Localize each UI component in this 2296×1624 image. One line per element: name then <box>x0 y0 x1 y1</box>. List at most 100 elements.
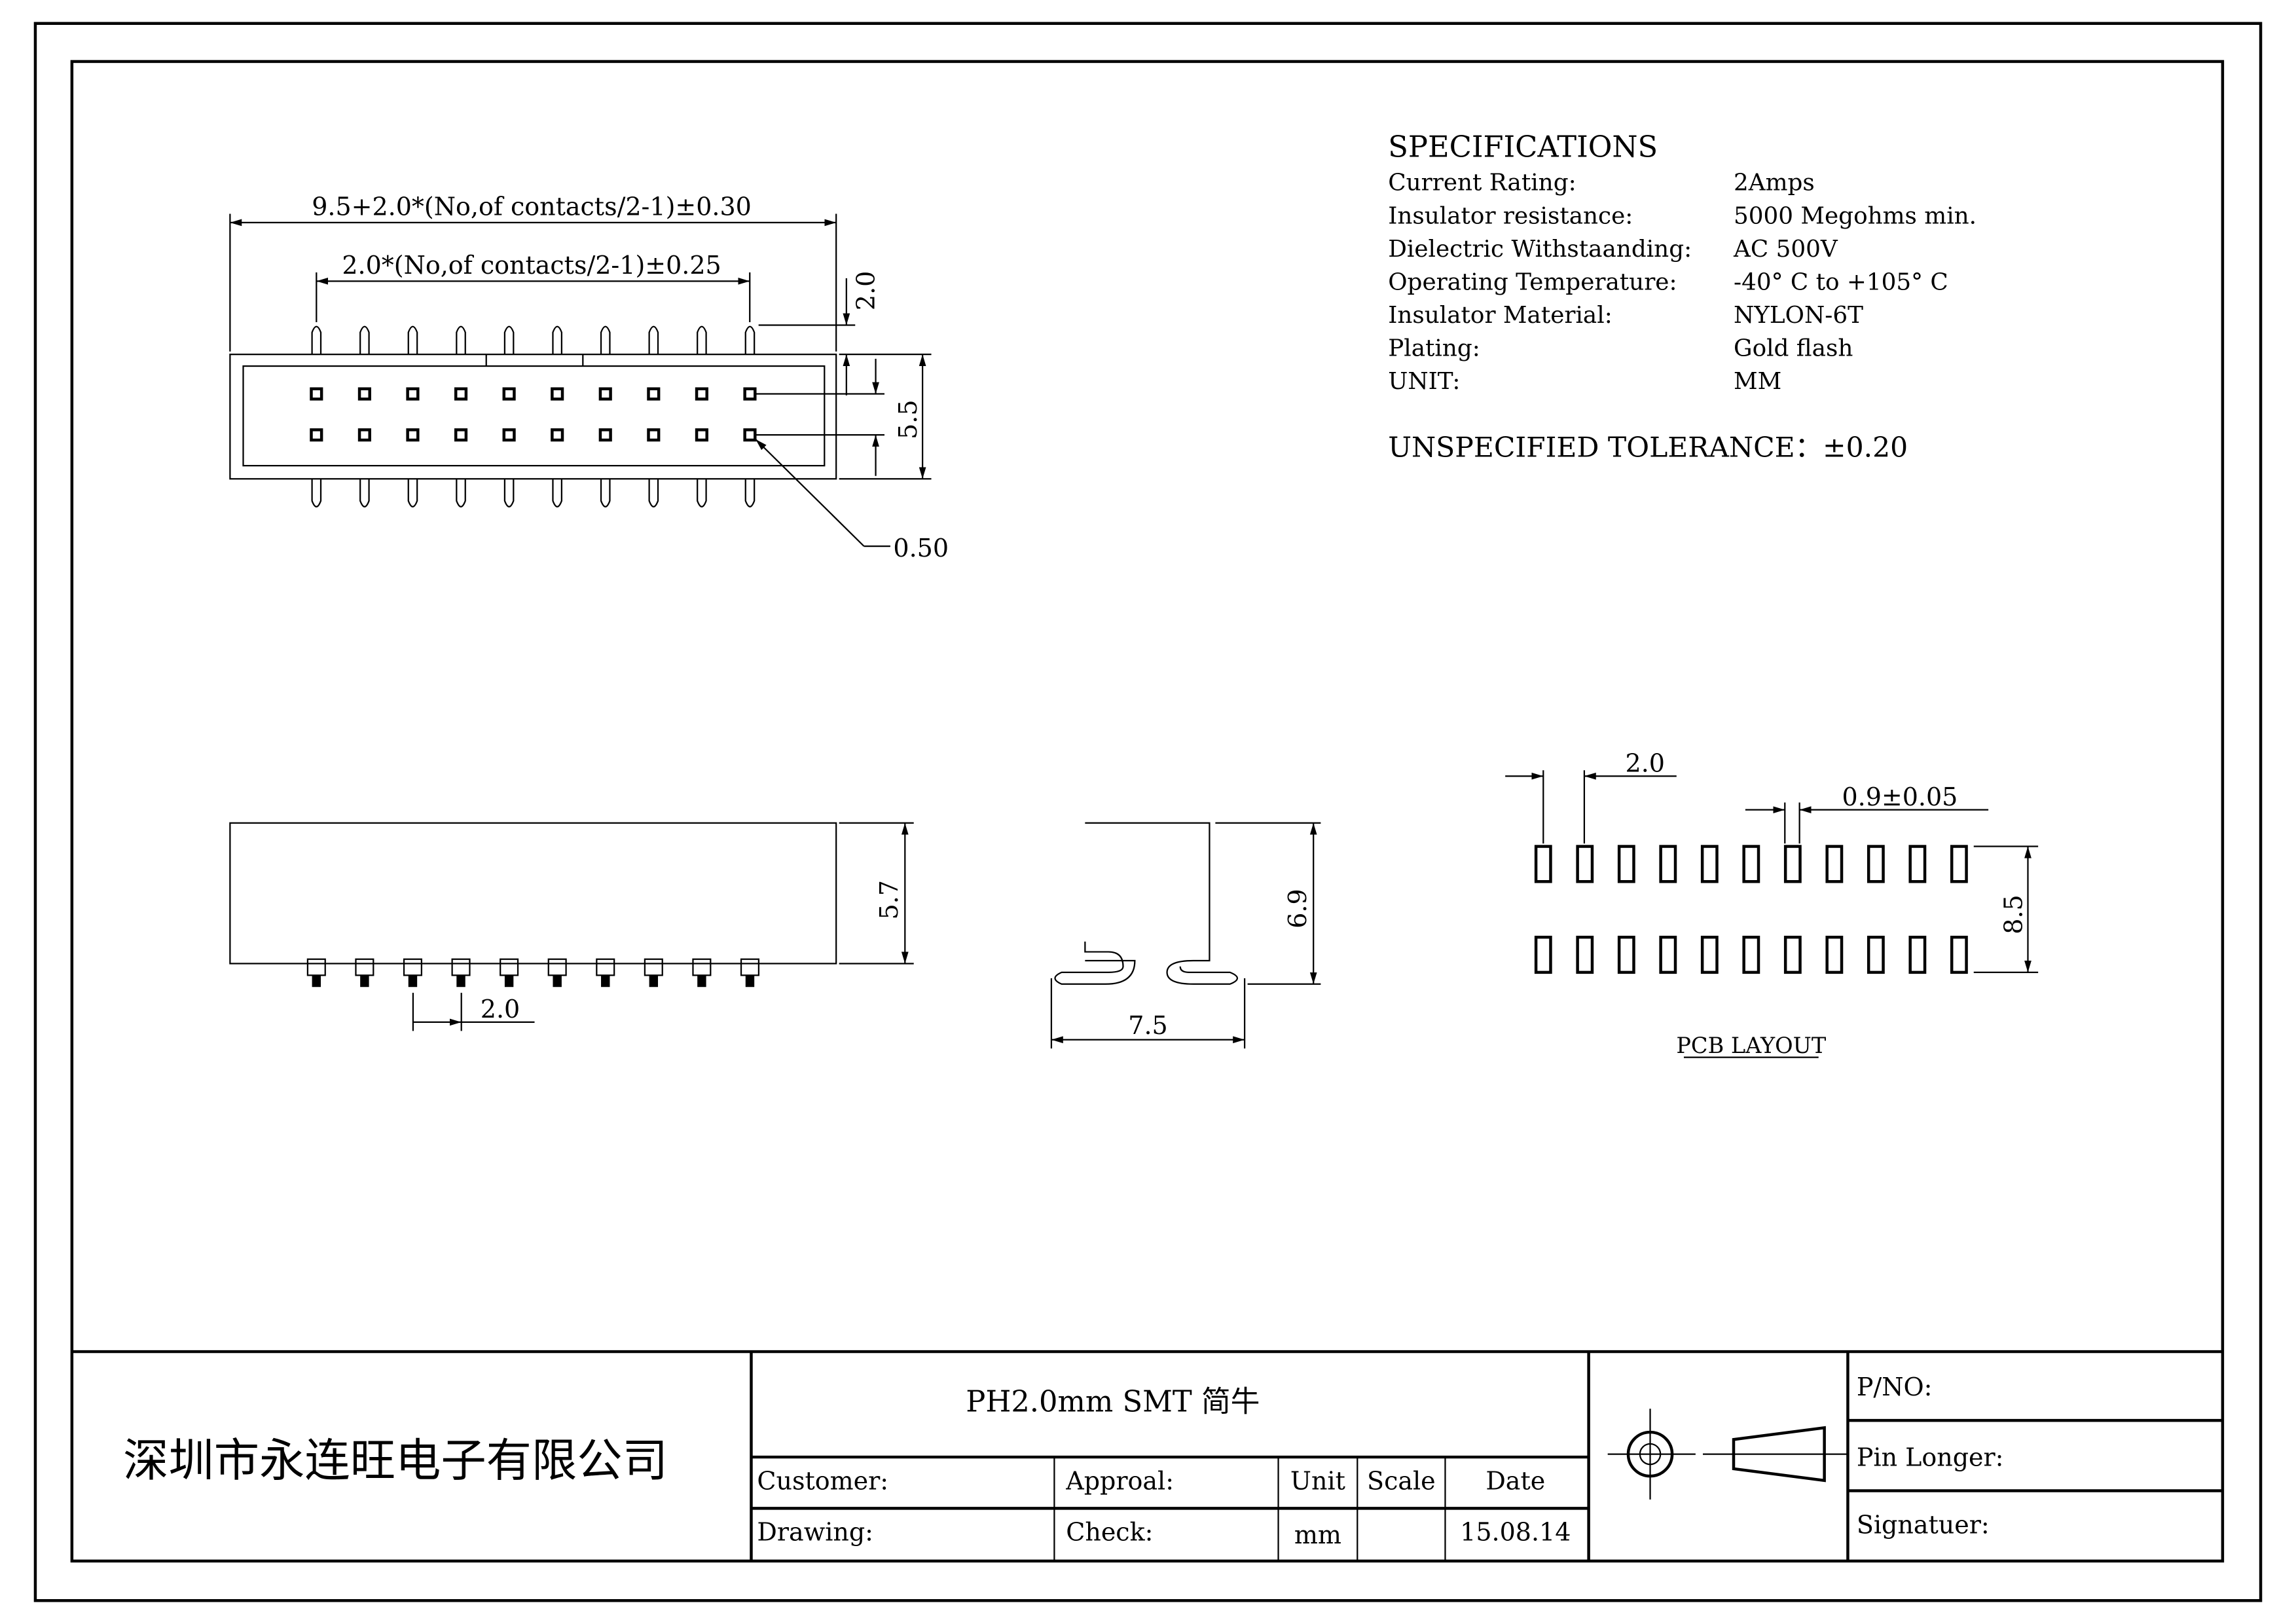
dim-pin: 0.50 <box>893 534 949 563</box>
pcb-layout: 2.0 0.9±0.05 8.5 PCB LAYOUT <box>1505 749 2039 1058</box>
pcb-pad <box>1576 845 1594 883</box>
inner-frame <box>70 60 2225 1563</box>
title-block: 深圳市永连旺电子有限公司 PH2.0mm SMT 简牛 Customer: Ap… <box>71 1350 2223 1561</box>
pin-bottom <box>552 479 563 507</box>
spec-value: Gold flash <box>1734 335 1853 361</box>
spec-value: 5000 Megohms min. <box>1734 202 1977 229</box>
pin-top <box>359 325 370 355</box>
pcb-pad <box>1908 845 1927 883</box>
unit-value: mm <box>1294 1521 1341 1549</box>
side-pin-foot <box>697 975 706 987</box>
specifications: SPECIFICATIONS Current Rating:2AmpsInsul… <box>1388 129 1977 464</box>
pcb-pad <box>1825 845 1844 883</box>
spec-label: Dielectric Withstaanding: <box>1388 236 1692 263</box>
pcb-pad <box>1783 845 1802 883</box>
pcb-pad <box>1825 935 1844 974</box>
pin-bottom <box>407 479 418 507</box>
pcb-pad <box>1617 935 1635 974</box>
pin-bottom <box>600 479 611 507</box>
spec-label: UNIT: <box>1388 368 1460 395</box>
customer-label: Customer: <box>757 1466 888 1495</box>
pin-square <box>454 387 468 401</box>
pin-square <box>454 428 468 442</box>
pin-bottom <box>456 479 466 507</box>
pin-bottom <box>359 479 370 507</box>
pcb-pad <box>1534 845 1552 883</box>
side-pin-foot <box>745 975 755 987</box>
pin-top <box>697 325 707 355</box>
pcb-pad <box>1576 935 1594 974</box>
pin-bottom <box>503 479 515 507</box>
pin-square <box>598 428 612 442</box>
side-pin-foot <box>553 975 562 987</box>
pin-bottom <box>744 479 756 507</box>
pin-square <box>406 387 420 401</box>
pcb-dim-pitch: 2.0 <box>1626 749 1665 778</box>
pin-top <box>744 325 756 355</box>
end-dim-height: 6.9 <box>1283 889 1312 928</box>
date-value: 15.08.14 <box>1460 1518 1571 1547</box>
scale-label: Scale <box>1367 1466 1436 1495</box>
dim-row: 5.5 <box>894 399 922 439</box>
top-view: 9.5+2.0*(No,of contacts/2-1)±0.30 2.0*(N… <box>229 193 949 563</box>
end-dim-width: 7.5 <box>1128 1011 1167 1040</box>
product-title: PH2.0mm SMT 简牛 <box>966 1384 1260 1419</box>
end-view: 6.9 7.5 <box>1050 822 1321 1049</box>
pin-top <box>648 325 659 355</box>
pno-label: P/NO: <box>1857 1373 1933 1401</box>
pin-top <box>311 325 322 355</box>
pin-bottom <box>697 479 707 507</box>
side-pin-foot <box>649 975 659 987</box>
pin-square <box>695 428 708 442</box>
side-dim-pitch: 2.0 <box>481 995 520 1024</box>
spec-label: Current Rating: <box>1388 170 1576 196</box>
pcb-dim-rows: 8.5 <box>1999 895 2028 934</box>
pin-longer-label: Pin Longer: <box>1857 1443 2004 1471</box>
spec-value: NYLON-6T <box>1734 302 1863 329</box>
signature-label: Signatuer: <box>1857 1510 1990 1539</box>
tolerance: UNSPECIFIED TOLERANCE：±0.20 <box>1388 432 1908 464</box>
pin-square <box>310 428 323 442</box>
approval-label: Approal: <box>1065 1466 1174 1495</box>
check-label: Check: <box>1066 1518 1153 1547</box>
pin-top <box>600 325 611 355</box>
pcb-pad <box>1867 935 1885 974</box>
side-pin-foot <box>408 975 418 987</box>
side-pin-foot <box>456 975 465 987</box>
pin-top <box>456 325 466 355</box>
pcb-dim-pad: 0.9±0.05 <box>1842 783 1958 811</box>
spec-label: Insulator resistance: <box>1388 202 1633 229</box>
projection-symbol-icon <box>1607 1409 1848 1500</box>
pin-square <box>357 428 371 442</box>
pin-top <box>407 325 418 355</box>
side-pin-foot <box>504 975 514 987</box>
pin-square <box>406 428 420 442</box>
pin-top <box>503 325 515 355</box>
pcb-pad <box>1908 935 1927 974</box>
pin-bottom <box>311 479 322 507</box>
drawing-label: Drawing: <box>757 1518 873 1547</box>
pin-square <box>502 387 516 401</box>
pcb-pad <box>1867 845 1885 883</box>
dim-overall: 9.5+2.0*(No,of contacts/2-1)±0.30 <box>312 193 752 221</box>
pin-square <box>647 428 661 442</box>
pin-square <box>551 387 564 401</box>
pin-square <box>647 387 661 401</box>
side-dim-height: 5.7 <box>875 880 903 919</box>
pcb-pad <box>1659 935 1677 974</box>
pin-square <box>357 387 371 401</box>
spec-value: -40° C to +105° C <box>1734 268 1948 295</box>
spec-value: 2Amps <box>1734 170 1815 196</box>
pin-top <box>552 325 563 355</box>
unit-label: Unit <box>1290 1466 1345 1495</box>
spec-label: Operating Temperature: <box>1388 268 1677 295</box>
side-view: 5.7 2.0 <box>229 822 914 1031</box>
side-pin-foot <box>360 975 369 987</box>
pin-bottom <box>648 479 659 507</box>
pin-square <box>502 428 516 442</box>
pin-square <box>551 428 564 442</box>
pcb-pad <box>1742 845 1760 883</box>
pin-square <box>598 387 612 401</box>
pcb-pad <box>1700 935 1719 974</box>
